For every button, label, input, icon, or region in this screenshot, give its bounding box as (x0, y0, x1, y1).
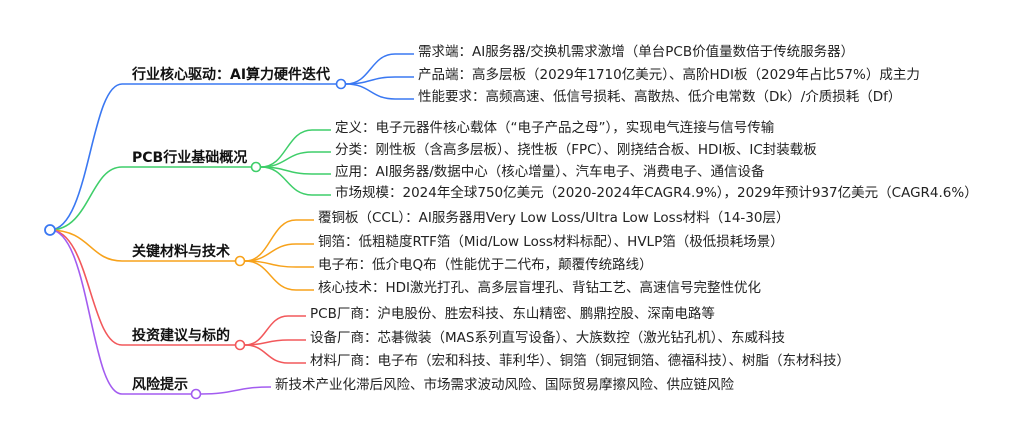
child-connector (260, 166, 331, 175)
child-connector (244, 243, 314, 262)
child-connector (345, 53, 414, 85)
child-node[interactable]: 分类：刚性板（含高多层板）、挠性板（FPC）、刚挠结合板、HDI板、IC封装载板 (335, 142, 817, 158)
child-node[interactable]: 电子布：低介电Q布（性能优于二代布，颠覆传统路线） (318, 257, 653, 273)
branch-node-circle (234, 339, 246, 351)
child-node[interactable]: 市场规模：2024年全球750亿美元（2020-2024年CAGR4.9%），2… (335, 185, 978, 201)
child-connector (244, 219, 314, 262)
child-connector (345, 76, 414, 85)
branch-node-circle (234, 255, 246, 267)
child-node[interactable]: 产品端：高多层板（2029年1710亿美元）、高阶HDI板（2029年占比57%… (418, 67, 920, 83)
branch-label[interactable]: 行业核心驱动：AI算力硬件迭代 (132, 67, 331, 83)
child-node[interactable]: 覆铜板（CCL）：AI服务器用Very Low Loss/Ultra Low L… (318, 210, 790, 226)
child-connector (345, 83, 414, 100)
branch-label[interactable]: PCB行业基础概况 (132, 150, 248, 166)
child-connector (244, 260, 314, 268)
child-node[interactable]: 核心技术：HDI激光打孔、高多层盲埋孔、背钻工艺、高速信号完整性优化 (318, 280, 762, 296)
branch-label[interactable]: 关键材料与技术 (132, 244, 230, 260)
branch-label[interactable]: 投资建议与标的 (132, 328, 230, 344)
child-connector (244, 260, 314, 291)
child-connector (260, 166, 331, 196)
child-connector (244, 315, 306, 346)
root-node-circle (44, 224, 56, 236)
child-connector (244, 344, 306, 364)
child-node[interactable]: 需求端：AI服务器/交换机需求激增（单台PCB价值量数倍于传统服务器） (418, 44, 855, 60)
child-connector (260, 151, 331, 168)
child-node[interactable]: 材料厂商：电子布（宏和科技、菲利华）、铜箔（铜冠铜箔、德福科技）、树脂（东材科技… (310, 353, 850, 369)
child-node[interactable]: 新技术产业化滞后风险、市场需求波动风险、国际贸易摩擦风险、供应链风险 (275, 377, 734, 393)
branch-node-circle (335, 78, 347, 90)
branch-node-circle (250, 161, 262, 173)
child-node[interactable]: 定义：电子元器件核心载体（“电子产品之母”），实现电气连接与信号传输 (335, 120, 775, 136)
child-connector (200, 386, 271, 395)
child-node[interactable]: 设备厂商：芯碁微装（MAS系列直写设备）、大族数控（激光钻孔机）、东威科技 (310, 330, 785, 346)
child-connector (260, 129, 331, 168)
branch-connector (49, 166, 251, 231)
child-node[interactable]: 应用：AI服务器/数据中心（核心增量）、汽车电子、消费电子、通信设备 (335, 164, 765, 180)
branch-connector (49, 229, 235, 346)
branch-connector (49, 229, 191, 395)
branch-node-circle (190, 388, 202, 400)
branch-connector (49, 83, 336, 231)
branch-connector (49, 229, 235, 262)
child-node[interactable]: 性能要求：高频高速、低信号损耗、高散热、低介电常数（Dk）/介质损耗（Df） (418, 89, 902, 105)
child-node[interactable]: 铜箔：低粗糙度RTF箔（Mid/Low Loss材料标配）、HVLP箔（极低损耗… (318, 234, 784, 250)
child-node[interactable]: PCB厂商：沪电股份、胜宏科技、东山精密、鹏鼎控股、深南电路等 (310, 306, 715, 322)
branch-label[interactable]: 风险提示 (132, 377, 188, 393)
